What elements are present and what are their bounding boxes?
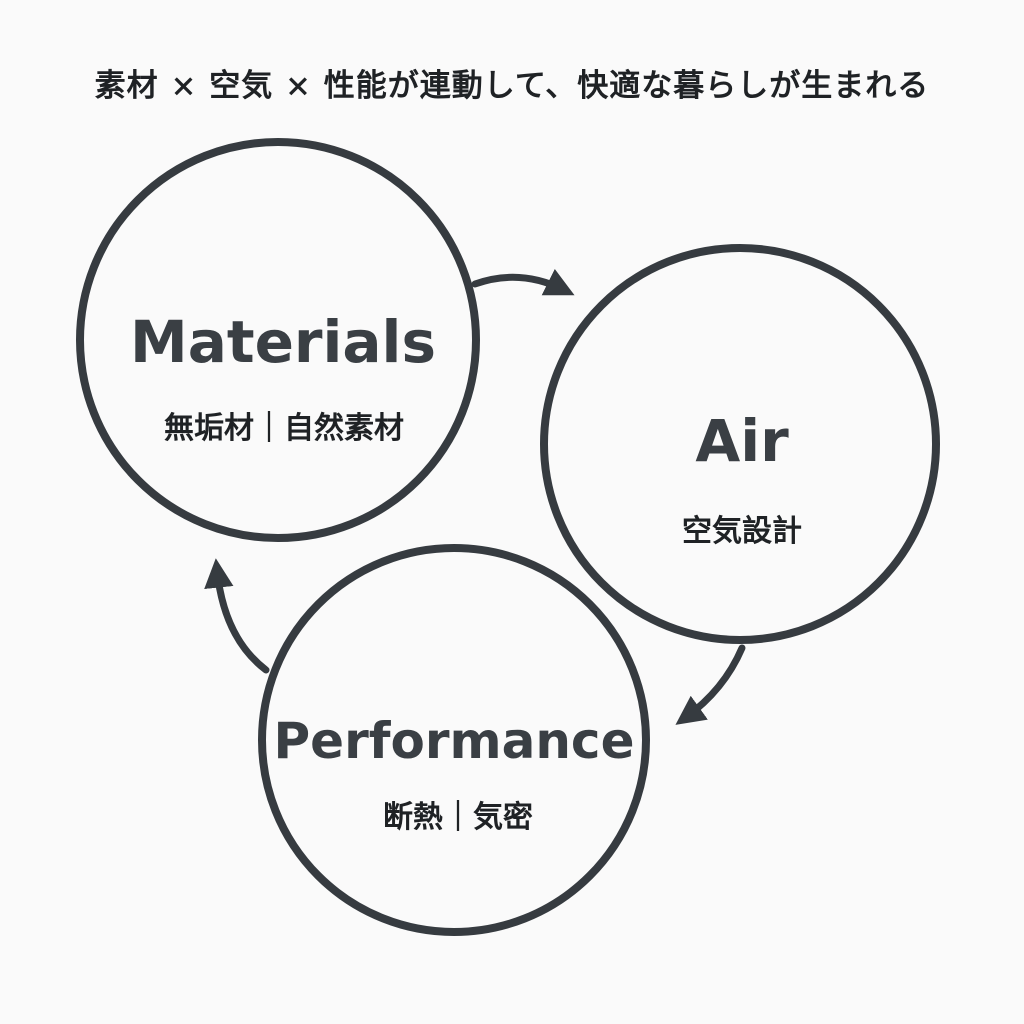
performance-subtitle: 断熱｜気密 xyxy=(383,800,533,835)
air-subtitle: 空気設計 xyxy=(682,514,802,549)
node-air: Air 空気設計 xyxy=(540,244,940,644)
arrow-air-to-performance xyxy=(675,644,746,725)
arrow-materials-to-air xyxy=(471,268,575,296)
air-circle xyxy=(540,244,940,644)
node-performance: Performance 断熱｜気密 xyxy=(258,544,650,936)
air-title: Air xyxy=(695,407,789,475)
performance-title: Performance xyxy=(274,712,635,770)
materials-circle xyxy=(76,138,480,542)
performance-circle xyxy=(258,544,650,936)
node-materials: Materials 無垢材｜自然素材 xyxy=(76,138,480,542)
materials-subtitle: 無垢材｜自然素材 xyxy=(164,411,404,446)
diagram-headline: 素材 × 空気 × 性能が連動して、快適な暮らしが生まれる xyxy=(94,68,930,104)
arrow-performance-to-materials xyxy=(204,558,270,674)
materials-title: Materials xyxy=(130,308,436,376)
